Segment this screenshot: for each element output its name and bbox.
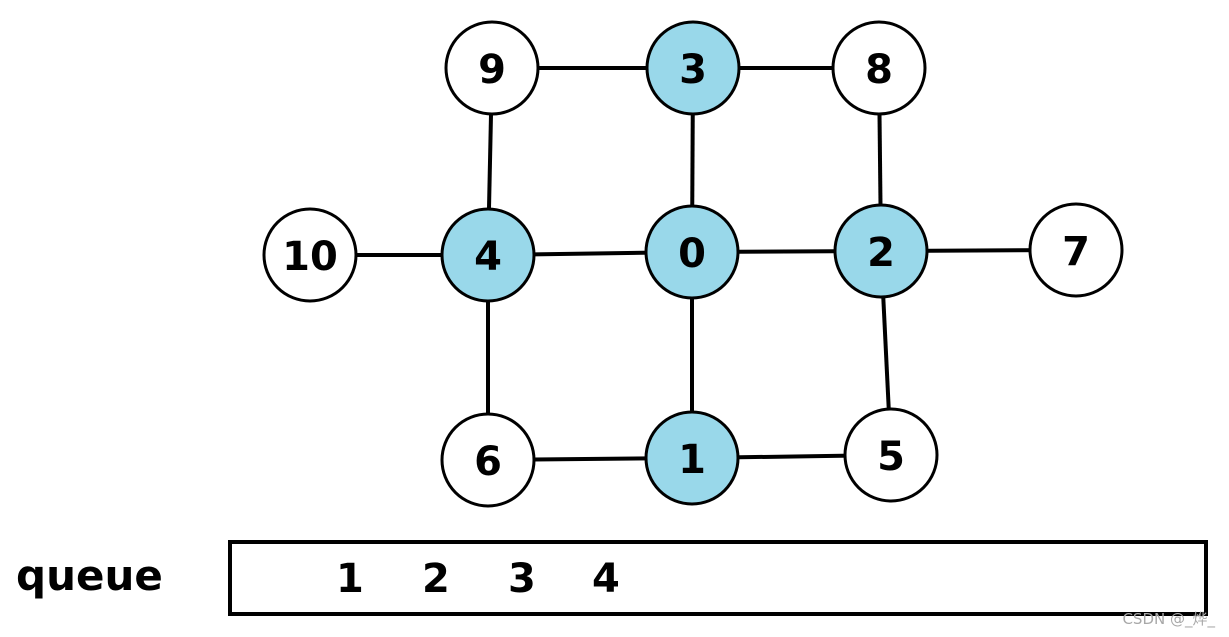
node-label-8: 8 — [865, 47, 893, 93]
node-10: 10 — [262, 207, 358, 303]
node-circle-1 — [644, 410, 740, 506]
node-circle-6 — [440, 412, 536, 508]
queue-item-1: 2 — [422, 556, 450, 602]
node-circle-5 — [843, 407, 939, 503]
node-circle-4 — [440, 207, 536, 303]
node-circle-7 — [1028, 202, 1124, 298]
node-label-4: 4 — [474, 234, 502, 280]
queue-item-2: 3 — [508, 556, 536, 602]
node-2: 2 — [833, 203, 929, 299]
node-circle-9 — [444, 20, 540, 116]
node-label-9: 9 — [478, 47, 506, 93]
node-label-3: 3 — [679, 47, 707, 93]
node-label-10: 10 — [282, 234, 338, 280]
node-circle-0 — [644, 204, 740, 300]
node-9: 9 — [444, 20, 540, 116]
queue-box: 1 2 3 4 — [228, 540, 1208, 616]
node-circle-3 — [645, 20, 741, 116]
node-3: 3 — [645, 20, 741, 116]
node-8: 8 — [831, 20, 927, 116]
node-label-5: 5 — [877, 434, 905, 480]
node-circle-8 — [831, 20, 927, 116]
node-0: 0 — [644, 204, 740, 300]
nodes-layer: 0 1 2 3 4 5 6 7 8 9 10 — [262, 20, 1124, 508]
queue-title: queue — [16, 551, 163, 600]
node-4: 4 — [440, 207, 536, 303]
node-circle-2 — [833, 203, 929, 299]
queue-item-0: 1 — [336, 556, 364, 602]
node-label-0: 0 — [678, 231, 706, 277]
node-label-6: 6 — [474, 439, 502, 485]
queue-item-3: 4 — [592, 556, 620, 602]
node-circle-10 — [262, 207, 358, 303]
node-1: 1 — [644, 410, 740, 506]
node-5: 5 — [843, 407, 939, 503]
node-6: 6 — [440, 412, 536, 508]
node-label-1: 1 — [678, 437, 706, 483]
watermark: CSDN @_烨_ — [1122, 610, 1215, 628]
node-label-2: 2 — [867, 230, 895, 276]
node-label-7: 7 — [1062, 229, 1090, 275]
node-7: 7 — [1028, 202, 1124, 298]
graph-diagram: 0 1 2 3 4 5 6 7 8 9 10 — [262, 20, 1124, 508]
